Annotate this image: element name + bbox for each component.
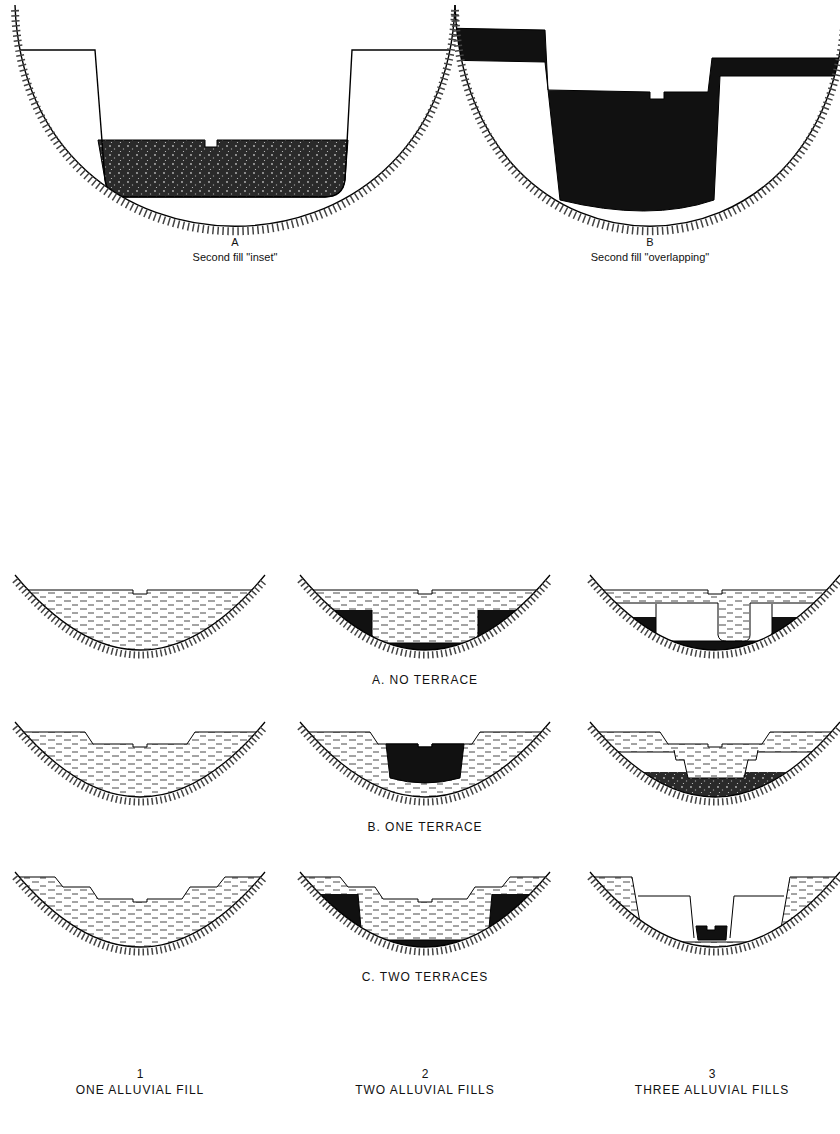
figure-caption: Second fill "overlapping" xyxy=(591,251,710,263)
figure-caption: Second fill "inset" xyxy=(193,251,278,263)
column-number: 1 xyxy=(137,1068,144,1081)
row-label: B. ONE TERRACE xyxy=(367,821,482,834)
figure-letter: A xyxy=(231,236,238,248)
row-label: A. NO TERRACE xyxy=(372,674,478,687)
panel-c2 xyxy=(295,872,555,982)
inset-section xyxy=(0,5,470,231)
column-number: 3 xyxy=(709,1068,716,1081)
panel-b1 xyxy=(10,722,270,832)
panel-b2 xyxy=(295,722,555,832)
row-label: C. TWO TERRACES xyxy=(362,971,489,984)
column-label: ONE ALLUVIAL FILL xyxy=(76,1084,205,1097)
panel-b3 xyxy=(585,722,840,842)
panel-a3 xyxy=(585,575,840,697)
panel-a1 xyxy=(10,575,270,685)
column-number: 2 xyxy=(422,1068,429,1081)
column-label: TWO ALLUVIAL FILLS xyxy=(355,1084,495,1097)
figure-letter: B xyxy=(646,236,653,248)
overlapping-section xyxy=(440,5,840,231)
column-label: THREE ALLUVIAL FILLS xyxy=(635,1084,789,1097)
panel-c3 xyxy=(585,872,840,982)
panel-c1 xyxy=(10,872,270,982)
panel-a2 xyxy=(295,575,555,690)
